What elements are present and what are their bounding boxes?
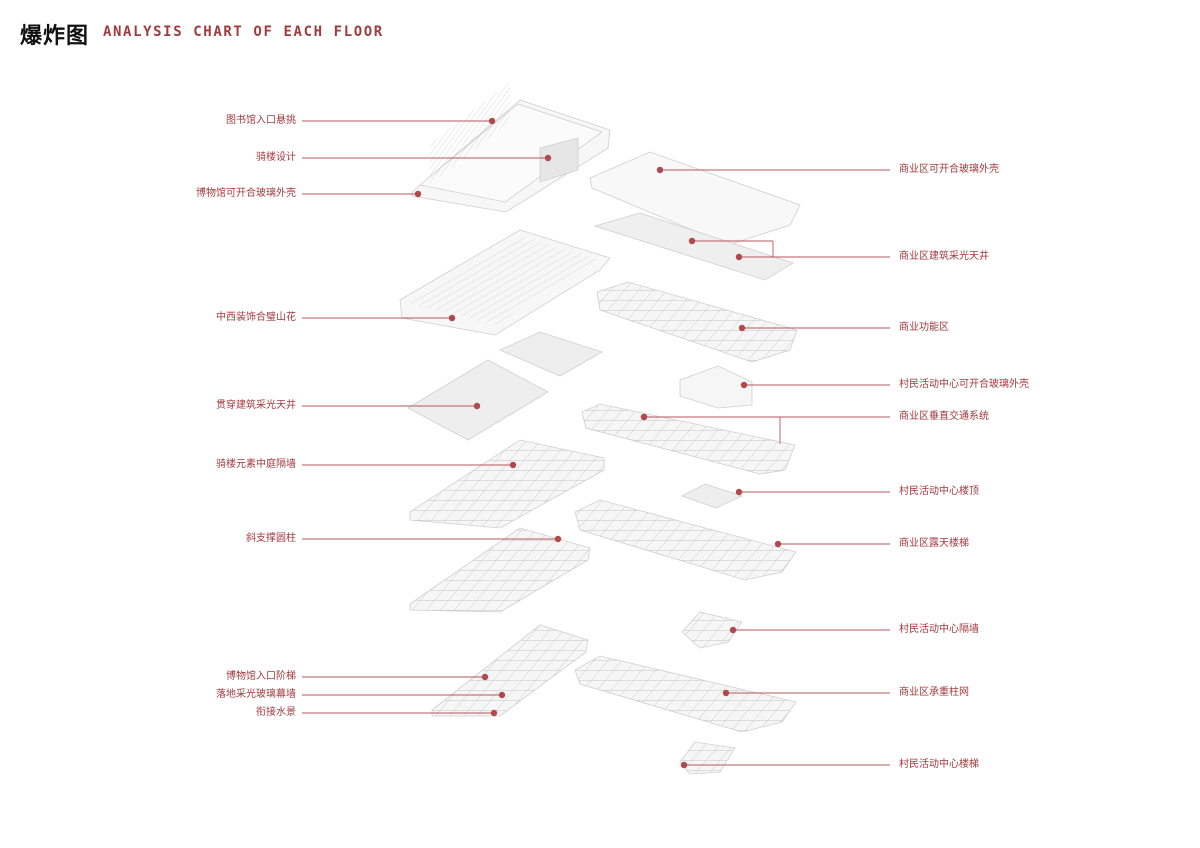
- callout-dot-left: [448, 314, 456, 322]
- village-center-shell: [679, 365, 753, 409]
- label-left: 博物馆入口阶梯: [226, 671, 296, 682]
- skylight-slab: [407, 359, 549, 441]
- title-chinese: 爆炸图: [20, 23, 90, 49]
- label-right: 商业区承重柱网: [899, 687, 969, 698]
- commercial-function-floor: [596, 281, 798, 363]
- commercial-glass-shell: [589, 151, 801, 246]
- building-layers: [399, 81, 801, 775]
- museum-floor-middle: [409, 527, 591, 613]
- callout-dot-left: [498, 691, 506, 699]
- callout-dot-left: [488, 117, 496, 125]
- label-left: 衔接水景: [256, 707, 296, 718]
- callout-dot-right: [656, 166, 664, 174]
- callout-dot-right: [740, 381, 748, 389]
- label-right: 村民活动中心楼梯: [899, 759, 979, 770]
- title-english: ANALYSIS CHART OF EACH FLOOR: [103, 24, 384, 40]
- callout-dot-left: [490, 709, 498, 717]
- callout-dot-right: [722, 689, 730, 697]
- callout-dot-right: [738, 324, 746, 332]
- callout-dot-branch: [640, 413, 648, 421]
- commercial-stair-floor: [574, 499, 797, 581]
- commercial-circulation-floor: [581, 403, 796, 475]
- village-center-roof: [680, 483, 744, 509]
- label-right: 村民活动中心楼顶: [899, 486, 979, 497]
- callout-dot-right: [774, 540, 782, 548]
- label-left: 贯穿建筑采光天井: [216, 400, 296, 411]
- label-left: 斜支撑圆柱: [246, 533, 296, 544]
- label-right: 商业区可开合玻璃外壳: [899, 164, 999, 175]
- label-left: 中西装饰合璧山花: [216, 312, 296, 323]
- label-left: 骑楼元素中庭隔墙: [216, 459, 296, 470]
- label-left: 骑楼设计: [256, 152, 296, 163]
- museum-floor-upper: [409, 439, 605, 529]
- callout-dot-left: [544, 154, 552, 162]
- callout-dot-left: [481, 673, 489, 681]
- label-right: 商业区建筑采光天井: [899, 251, 989, 262]
- callout-dot-left: [554, 535, 562, 543]
- callout-dot-left: [473, 402, 481, 410]
- leader-lines: [302, 117, 890, 769]
- label-right: 村民活动中心隔墙: [899, 624, 979, 635]
- label-left: 图书馆入口悬挑: [226, 115, 296, 126]
- label-left: 博物馆可开合玻璃外壳: [196, 188, 296, 199]
- commercial-column-grid: [574, 655, 797, 733]
- callout-dot-right: [735, 488, 743, 496]
- museum-floor-ground: [431, 624, 589, 717]
- callout-dot-left: [414, 190, 422, 198]
- callout-dot-right: [680, 761, 688, 769]
- callout-dot-right: [729, 626, 737, 634]
- label-right: 村民活动中心可开合玻璃外壳: [899, 379, 1029, 390]
- label-right: 商业区垂直交通系统: [899, 411, 989, 422]
- callout-dot-left: [509, 461, 517, 469]
- village-center-stair: [679, 741, 736, 775]
- label-right: 商业区露天楼梯: [899, 538, 969, 549]
- label-right: 商业功能区: [899, 322, 949, 333]
- callout-dot-branch: [688, 237, 696, 245]
- callout-dot-right: [735, 253, 743, 261]
- commercial-skylight: [593, 212, 794, 281]
- label-left: 落地采光玻璃幕墙: [216, 689, 296, 700]
